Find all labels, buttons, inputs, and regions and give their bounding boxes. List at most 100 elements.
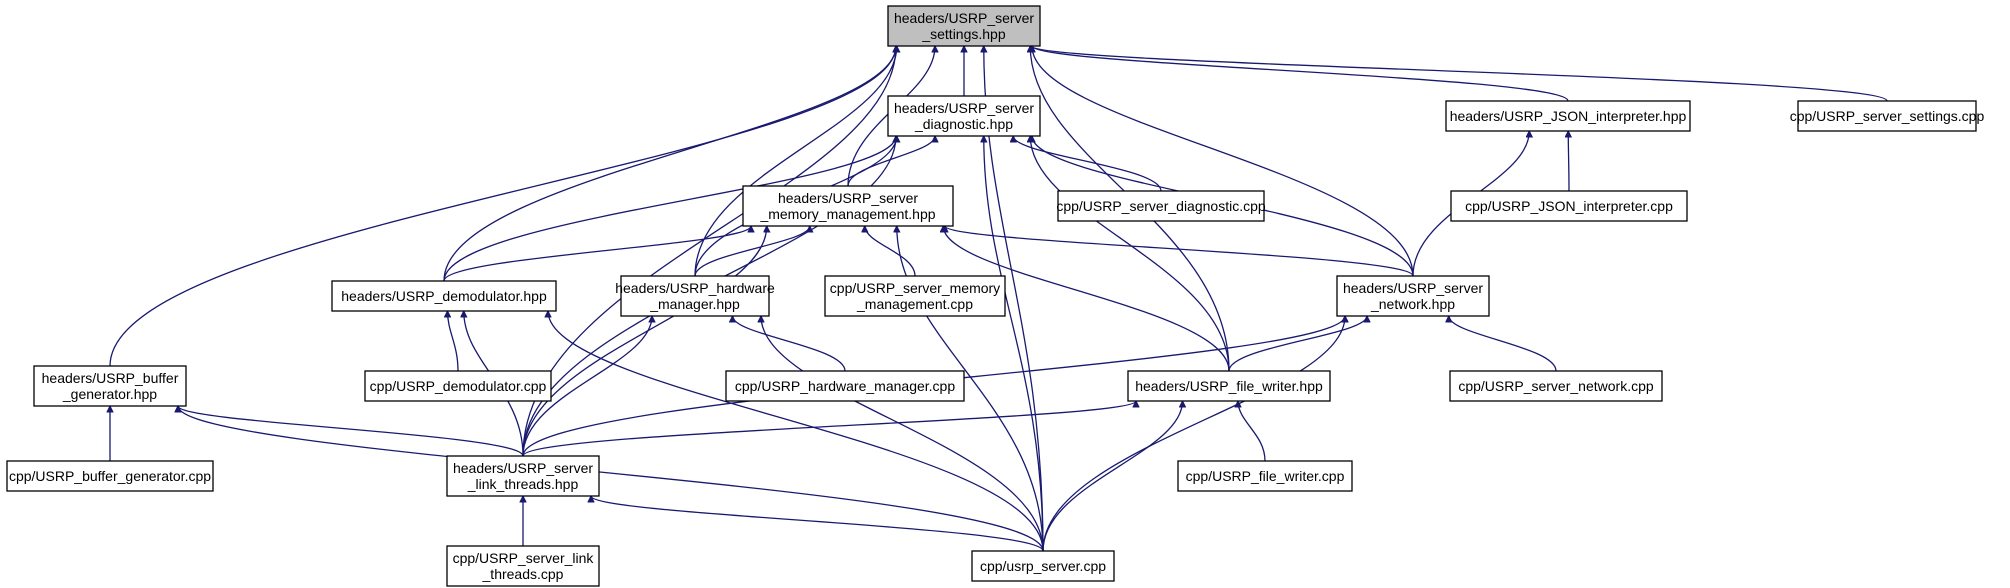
edge-diagnostic_cpp-to-diagnostic_hpp [1013, 136, 1162, 192]
edge-filewriter_hpp-to-network_hpp [1228, 316, 1367, 372]
node-label-line: _diagnostic.hpp [914, 116, 1013, 132]
node-label-line: headers/USRP_server [453, 460, 593, 476]
edge-filewriter_hpp-to-memory_hpp [943, 226, 1230, 372]
node-label-line: _memory_management.hpp [759, 206, 935, 222]
node-settings-hpp[interactable]: headers/USRP_server_settings.hpp [887, 5, 1041, 47]
node-box [887, 95, 1041, 137]
edge-usrp_server_cpp-to-memory_hpp [897, 226, 1044, 552]
edge-demod_cpp-to-demod_hpp [448, 311, 459, 372]
edge-usrp_server_cpp-to-diagnostic_hpp [984, 136, 1044, 552]
node-buffer-hpp[interactable]: headers/USRP_buffer_generator.hpp [33, 365, 187, 407]
node-label-line: cpp/USRP_server_memory [830, 280, 1000, 296]
node-box [33, 365, 187, 407]
node-box [1445, 100, 1691, 132]
node-network-hpp[interactable]: headers/USRP_server_network.hpp [1336, 275, 1490, 317]
edge-linkthreads_hpp-to-buffer_hpp [178, 405, 524, 457]
edge-usrp_server_cpp-to-linkthreads_hpp [591, 495, 1044, 552]
node-box [1797, 100, 1977, 132]
edge-settings_cpp-to-settings_hpp [1032, 45, 1888, 102]
edge-hardware_hpp-to-memory_hpp [694, 226, 810, 277]
node-label-line: _network.hpp [1370, 296, 1455, 312]
edge-filewriter_hpp-to-diagnostic_hpp [1030, 136, 1230, 372]
node-label-line: _link_threads.hpp [467, 476, 579, 492]
edge-buffer_hpp-to-settings_hpp [109, 46, 896, 367]
node-box [887, 5, 1041, 47]
node-label-line: _generator.hpp [62, 386, 157, 402]
node-box [446, 455, 600, 497]
edge-filewriter_cpp-to-filewriter_hpp [1238, 401, 1266, 462]
node-box [446, 545, 600, 587]
node-json-cpp[interactable]: cpp/USRP_JSON_interpreter.cpp [1450, 190, 1688, 222]
edge-network_hpp-to-memory_hpp [945, 225, 1414, 277]
node-box [824, 275, 1006, 317]
node-label-line: cpp/USRP_server_diagnostic.cpp [1056, 198, 1266, 214]
node-demod-cpp[interactable]: cpp/USRP_demodulator.cpp [364, 370, 552, 402]
node-json-hpp[interactable]: headers/USRP_JSON_interpreter.hpp [1445, 100, 1691, 132]
node-settings-cpp[interactable]: cpp/USRP_server_settings.cpp [1790, 100, 1985, 132]
edge-demod_hpp-to-memory_hpp [443, 225, 751, 282]
node-label-line: cpp/USRP_JSON_interpreter.cpp [1465, 198, 1673, 214]
edge-demod_hpp-to-settings_hpp [443, 46, 896, 282]
edge-linkthreads_hpp-to-filewriter_hpp [522, 400, 1136, 457]
node-label-line: headers/USRP_file_writer.hpp [1135, 378, 1323, 394]
node-label-line: headers/USRP_hardware [615, 280, 775, 296]
node-diagnostic-cpp[interactable]: cpp/USRP_server_diagnostic.cpp [1056, 190, 1266, 222]
node-label-line: headers/USRP_server [894, 10, 1034, 26]
node-usrp-server-cpp[interactable]: cpp/usrp_server.cpp [971, 550, 1115, 582]
node-label-line: cpp/USRP_buffer_generator.cpp [9, 468, 211, 484]
edge-json_cpp-to-json_hpp [1568, 131, 1569, 192]
node-box [620, 275, 770, 317]
node-filewriter-hpp[interactable]: headers/USRP_file_writer.hpp [1127, 370, 1331, 402]
node-box [1336, 275, 1490, 317]
node-label-line: cpp/USRP_file_writer.cpp [1186, 468, 1345, 484]
node-label-line: headers/USRP_demodulator.hpp [341, 288, 547, 304]
node-network-cpp[interactable]: cpp/USRP_server_network.cpp [1449, 370, 1663, 402]
node-demod-hpp[interactable]: headers/USRP_demodulator.hpp [331, 280, 557, 312]
node-box [6, 460, 214, 492]
node-diagnostic-hpp[interactable]: headers/USRP_server_diagnostic.hpp [887, 95, 1041, 137]
node-memory-hpp[interactable]: headers/USRP_server_memory_management.hp… [742, 185, 954, 227]
node-label-line: headers/USRP_server [778, 190, 918, 206]
node-box [1449, 370, 1663, 402]
file-nodes: headers/USRP_server_settings.hppheaders/… [6, 5, 1985, 587]
node-label-line: headers/USRP_buffer [42, 370, 179, 386]
node-hardware-hpp[interactable]: headers/USRP_hardware_manager.hpp [615, 275, 775, 317]
node-box [1177, 460, 1353, 492]
node-label-line: headers/USRP_server [894, 100, 1034, 116]
node-label-line: cpp/USRP_server_link [453, 550, 595, 566]
node-box [742, 185, 954, 227]
edge-hardware_cpp-to-hardware_hpp [733, 316, 846, 372]
edge-usrp_server_cpp-to-network_hpp [1042, 316, 1345, 552]
node-label-line: headers/USRP_server [1343, 280, 1483, 296]
node-memory-cpp[interactable]: cpp/USRP_server_memory_management.cpp [824, 275, 1006, 317]
node-box [364, 370, 552, 402]
node-hardware-cpp[interactable]: cpp/USRP_hardware_manager.cpp [725, 370, 965, 402]
edge-usrp_server_cpp-to-buffer_hpp [178, 406, 1044, 552]
edge-memory_hpp-to-diagnostic_hpp [847, 136, 935, 187]
edge-network_hpp-to-settings_hpp [1032, 46, 1414, 277]
edge-usrp_server_cpp-to-filewriter_hpp [1042, 401, 1183, 552]
node-box [725, 370, 965, 402]
edge-json_hpp-to-settings_hpp [1032, 45, 1569, 102]
node-label-line: cpp/USRP_hardware_manager.cpp [735, 378, 955, 394]
edge-network_cpp-to-network_hpp [1449, 316, 1557, 372]
node-label-line: headers/USRP_JSON_interpreter.hpp [1450, 108, 1687, 124]
edge-demod_hpp-to-diagnostic_hpp [443, 136, 896, 282]
node-buffer-cpp[interactable]: cpp/USRP_buffer_generator.cpp [6, 460, 214, 492]
node-box [331, 280, 557, 312]
node-label-line: _threads.cpp [482, 566, 564, 582]
edge-linkthreads_hpp-to-hardware_hpp [522, 316, 652, 457]
node-box [971, 550, 1115, 582]
node-box [1127, 370, 1331, 402]
node-label-line: _manager.hpp [649, 296, 740, 312]
node-linkthreads-hpp[interactable]: headers/USRP_server_link_threads.hpp [446, 455, 600, 497]
node-filewriter-cpp[interactable]: cpp/USRP_file_writer.cpp [1177, 460, 1353, 492]
edge-linkthreads_hpp-to-memory_hpp [522, 226, 767, 457]
node-linkthreads-cpp[interactable]: cpp/USRP_server_link_threads.cpp [446, 545, 600, 587]
edge-memory_cpp-to-memory_hpp [865, 226, 916, 277]
node-label-line: cpp/usrp_server.cpp [980, 558, 1106, 574]
edge-usrp_server_cpp-to-demod_hpp [548, 311, 1044, 552]
edge-hardware_hpp-to-settings_hpp [694, 46, 897, 277]
node-label-line: cpp/USRP_demodulator.cpp [370, 378, 547, 394]
node-box [1450, 190, 1688, 222]
